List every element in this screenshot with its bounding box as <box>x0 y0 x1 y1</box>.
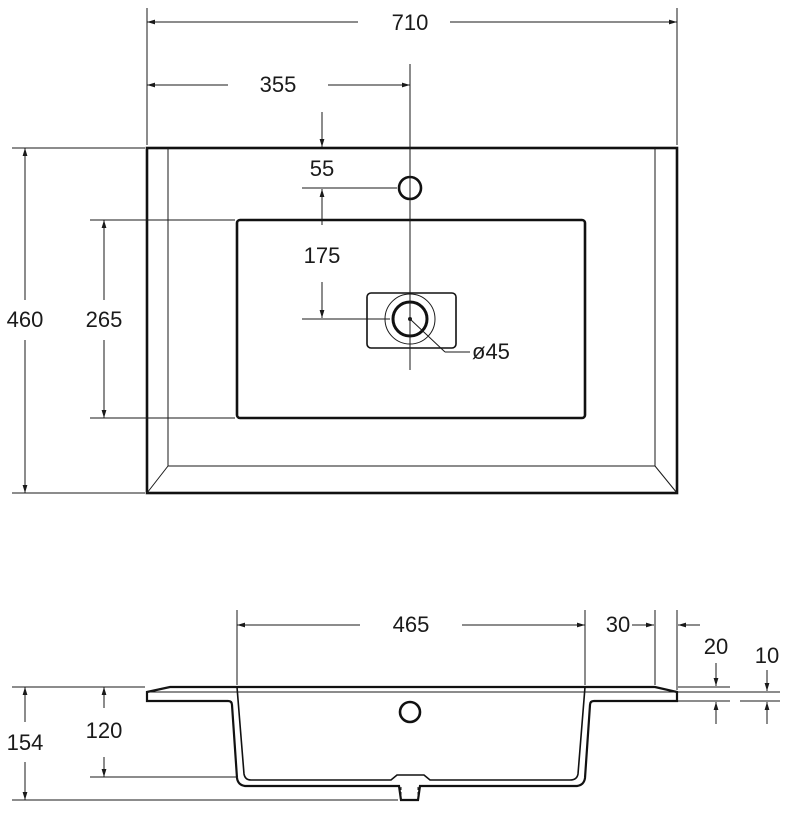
dim-rim-width: 30 <box>606 610 700 690</box>
dim-edge-height-label: 20 <box>704 634 728 659</box>
dim-drain-offset-label: 175 <box>304 243 341 268</box>
basin-section-outline <box>145 685 679 802</box>
dim-tap-hole-offset: 55 <box>302 112 397 225</box>
dim-bowl-depth: 265 <box>86 219 235 419</box>
section-view: 465 30 20 10 <box>7 610 780 802</box>
dim-center-offset: 355 <box>147 72 410 97</box>
basin-outline <box>145 146 679 495</box>
dim-total-height: 154 <box>7 686 398 801</box>
dim-drain-offset: 175 <box>302 243 390 320</box>
dim-bowl-width-label: 465 <box>393 612 430 637</box>
dim-tap-hole-offset-label: 55 <box>310 156 334 181</box>
drain-pipe <box>400 787 419 800</box>
dim-rim-width-label: 30 <box>606 612 630 637</box>
overflow-hole <box>398 700 422 724</box>
dim-overall-depth-label: 460 <box>7 307 44 332</box>
bowl-outline <box>235 218 587 420</box>
dim-drain-diameter: ø45 <box>409 318 510 364</box>
basin-bevel <box>146 148 678 494</box>
dim-edge-height: 20 <box>678 634 730 724</box>
dim-overall-width-label: 710 <box>392 10 429 35</box>
drain-plate <box>366 292 457 349</box>
dim-lip-thickness-label: 10 <box>755 643 779 668</box>
dim-center-offset-label: 355 <box>260 72 297 97</box>
basin-section-inner <box>236 686 586 781</box>
dim-overall-depth: 460 <box>7 147 145 494</box>
dim-bowl-depth-label: 265 <box>86 307 123 332</box>
dim-bowl-height-label: 120 <box>86 718 123 743</box>
dim-bowl-width: 465 <box>236 610 586 685</box>
dim-drain-diameter-label: ø45 <box>472 339 510 364</box>
dim-bowl-height: 120 <box>86 687 236 778</box>
dim-overall-width: 710 <box>146 8 678 145</box>
top-view: 710 355 55 175 ø45 <box>7 8 679 495</box>
dim-total-height-label: 154 <box>7 730 44 755</box>
dim-lip-thickness: 10 <box>678 643 780 724</box>
